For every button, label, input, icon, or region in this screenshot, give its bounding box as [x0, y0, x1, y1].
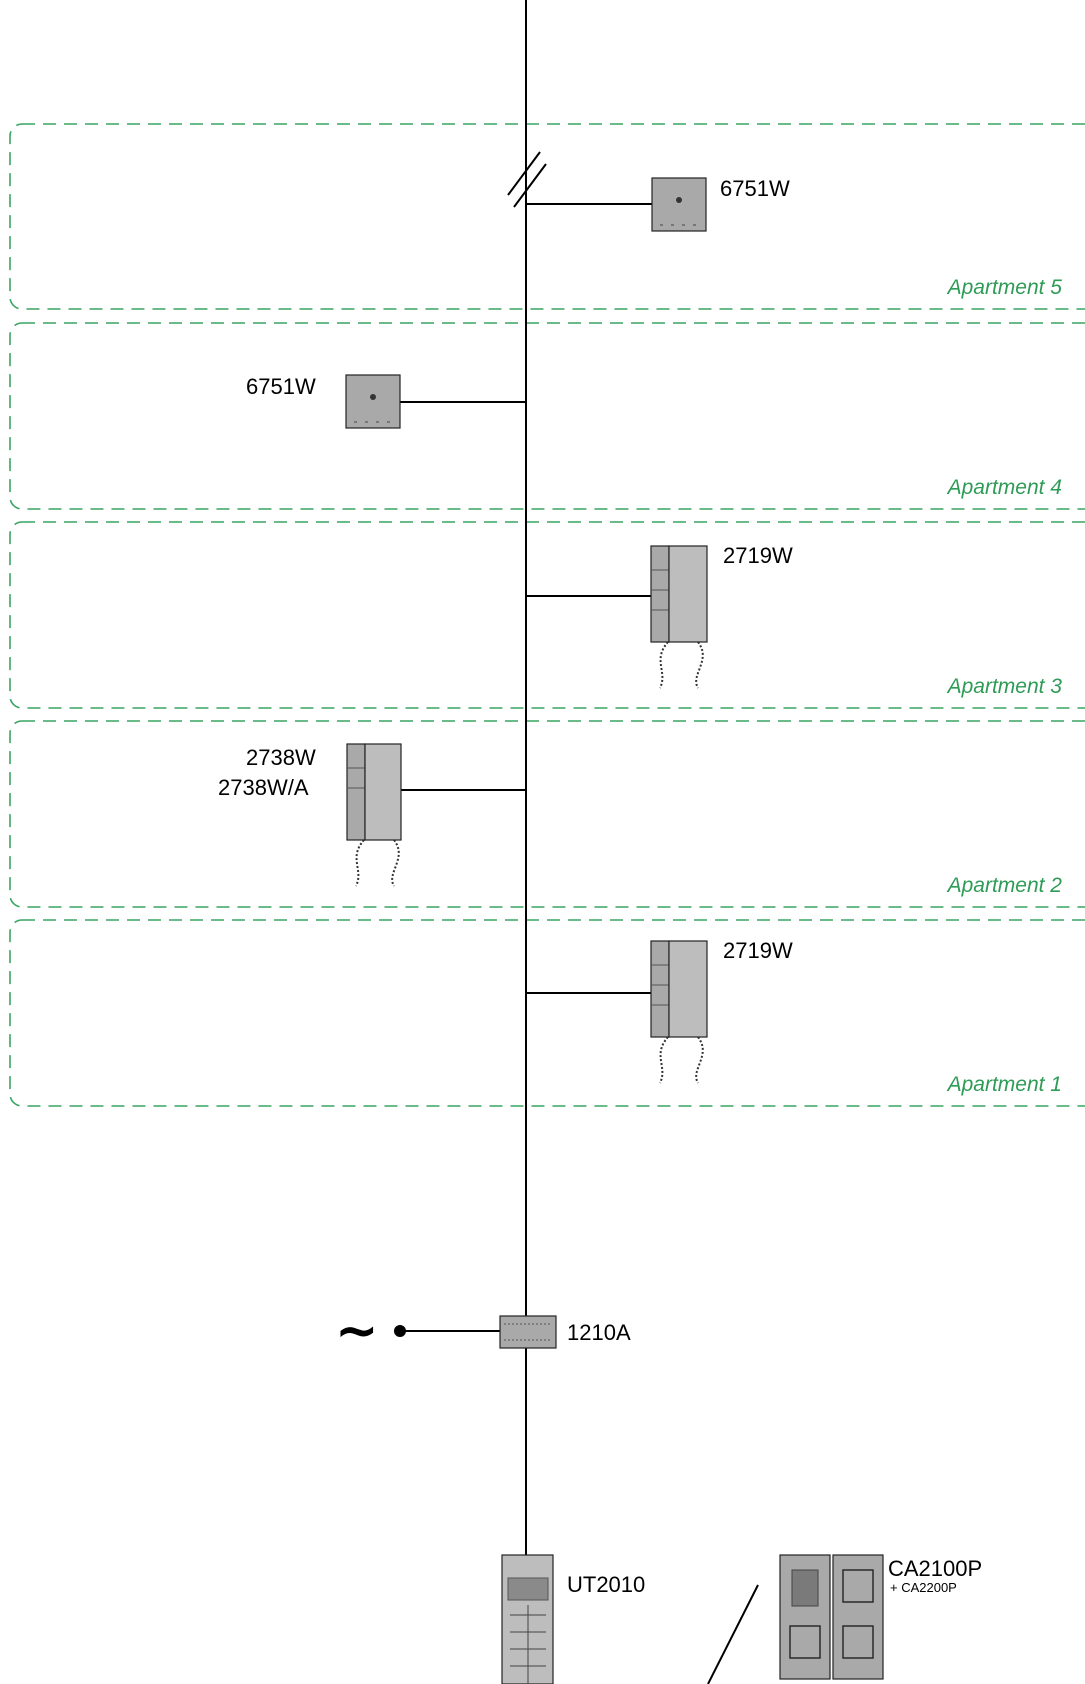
- handsfree-unit-apartment-5: [651, 177, 707, 232]
- handset-intercom-apartment-1: [650, 940, 708, 1084]
- zone-apartment-3: [9, 521, 1085, 709]
- zone-apartment-5: [9, 123, 1085, 310]
- device-label-apt4: 6751W: [246, 374, 316, 399]
- device-label-apt1: 2719W: [723, 938, 793, 963]
- riser-wiring: [394, 0, 759, 1684]
- zone-apartment-1: [9, 919, 1085, 1107]
- handsfree-unit-apartment-4: [345, 374, 401, 429]
- mains-terminal: [394, 1325, 406, 1337]
- entrance-panel: [501, 1554, 554, 1684]
- zone-apartment-2: [9, 720, 1085, 908]
- power-supply-unit: [499, 1315, 557, 1349]
- device-label-apt2-b: 2738W/A: [218, 775, 309, 800]
- apartment-label-5: Apartment 5: [946, 276, 1063, 299]
- apartment-label-4: Apartment 4: [946, 476, 1062, 499]
- device-label-alt-panel: CA2100P: [888, 1556, 982, 1581]
- alternative-divider: [707, 1584, 759, 1684]
- device-label-apt2-a: 2738W: [246, 745, 316, 770]
- device-label-entrance-panel: UT2010: [567, 1572, 645, 1597]
- apartment-zones: [9, 123, 1085, 1107]
- alternative-entrance-panel: [779, 1554, 884, 1680]
- riser-break-mark-1: [507, 151, 541, 196]
- apartment-label-1: Apartment 1: [946, 1073, 1062, 1096]
- mains-symbol: ~: [335, 1301, 379, 1361]
- device-label-apt3: 2719W: [723, 543, 793, 568]
- device-label-alt-panel-addon: + CA2200P: [890, 1580, 957, 1595]
- riser-break-mark-2: [513, 163, 547, 208]
- zone-apartment-4: [9, 322, 1085, 510]
- device-label-power-supply: 1210A: [567, 1320, 631, 1345]
- handset-intercom-apartment-3: [650, 545, 708, 689]
- apartment-label-3: Apartment 3: [946, 675, 1063, 698]
- device-label-apt5: 6751W: [720, 176, 790, 201]
- handset-intercom-apartment-2: [346, 743, 402, 887]
- apartment-label-2: Apartment 2: [946, 874, 1063, 897]
